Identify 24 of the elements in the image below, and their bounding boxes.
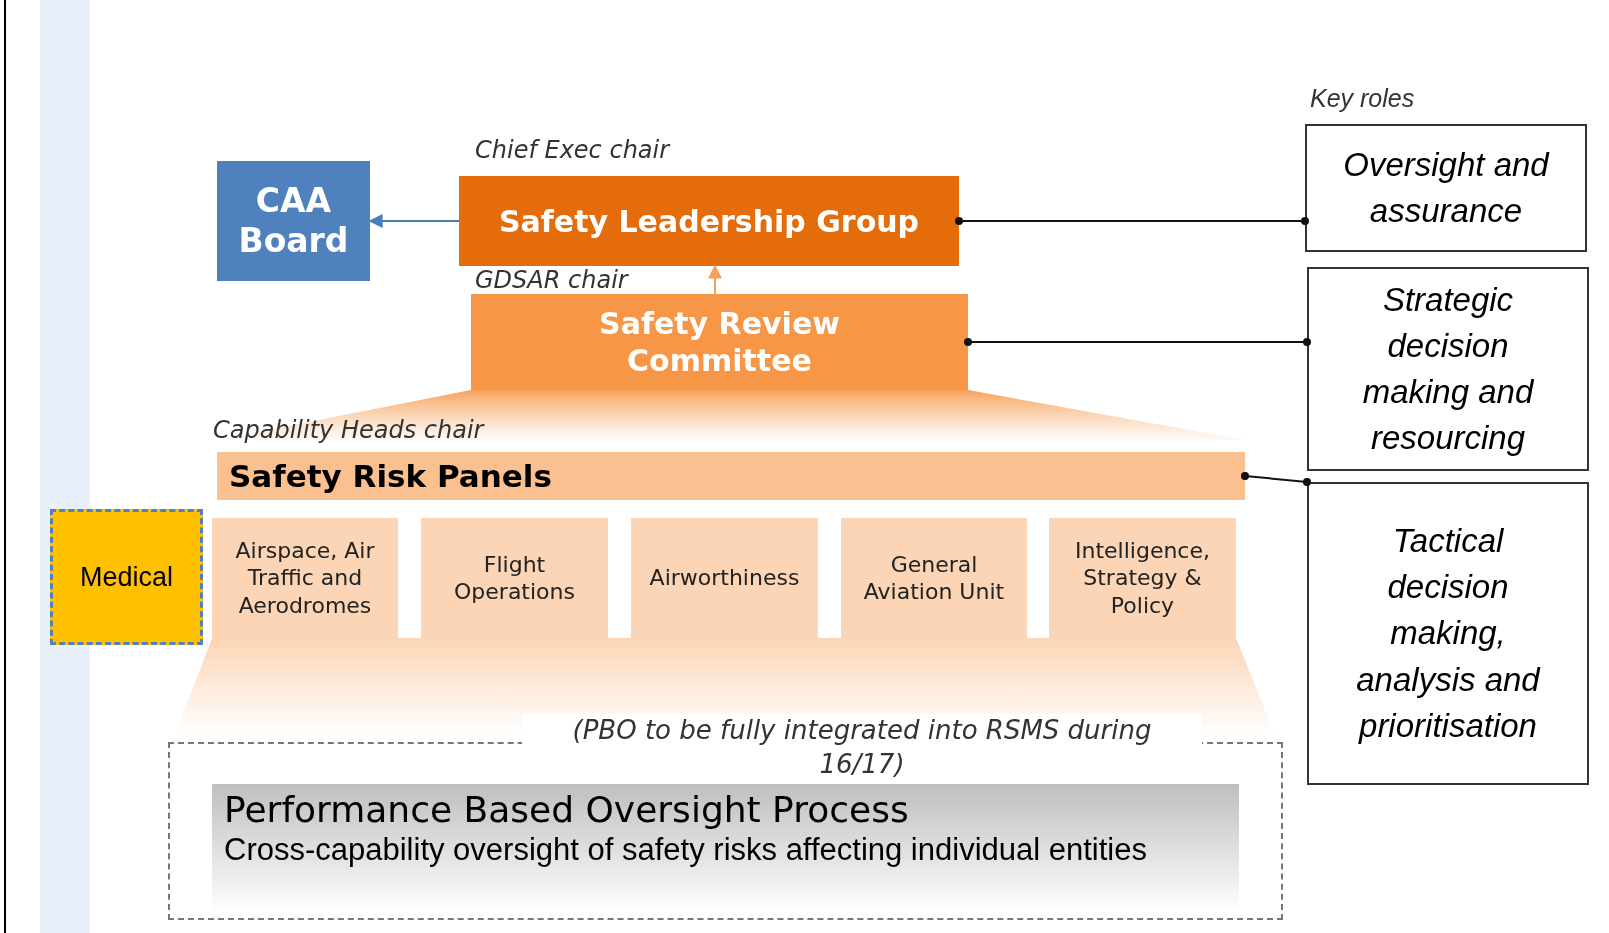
medical-box: Medical (50, 509, 203, 645)
chair-label: Chief Exec chair (475, 135, 670, 166)
role-box: Strategic decision making and resourcing (1307, 267, 1589, 471)
heading-label: Key roles (1310, 83, 1415, 114)
panel-box: Flight Operations (421, 518, 608, 638)
panel-box: Intelligence, Strategy & Policy (1049, 518, 1236, 638)
chair-label: GDSAR chair (475, 265, 628, 296)
connector-line (1241, 472, 1311, 486)
connector-line (955, 217, 1309, 225)
panel-bar: Safety Risk Panels (217, 452, 1245, 500)
chair-label: Capability Heads chair (213, 415, 484, 446)
connector-line (964, 338, 1311, 346)
panel-box: General Aviation Unit (841, 518, 1027, 638)
process-title: Performance Based Oversight Process (224, 788, 909, 832)
panel-box: Airspace, Air Traffic and Aerodromes (212, 518, 398, 638)
arrow (708, 264, 722, 295)
committee-box: Safety Review Committee (471, 294, 968, 390)
arrow (368, 214, 460, 228)
role-box: Tactical decision making, analysis and prioritisation (1307, 482, 1589, 785)
panel-box: Airworthiness (631, 518, 818, 638)
process-description: Cross-capability oversight of safety risks affecting individual entities (224, 831, 1148, 870)
committee-box: Safety Leadership Group (459, 176, 959, 266)
role-box: Oversight and assurance (1305, 124, 1587, 252)
board-box: CAA Board (217, 161, 370, 281)
